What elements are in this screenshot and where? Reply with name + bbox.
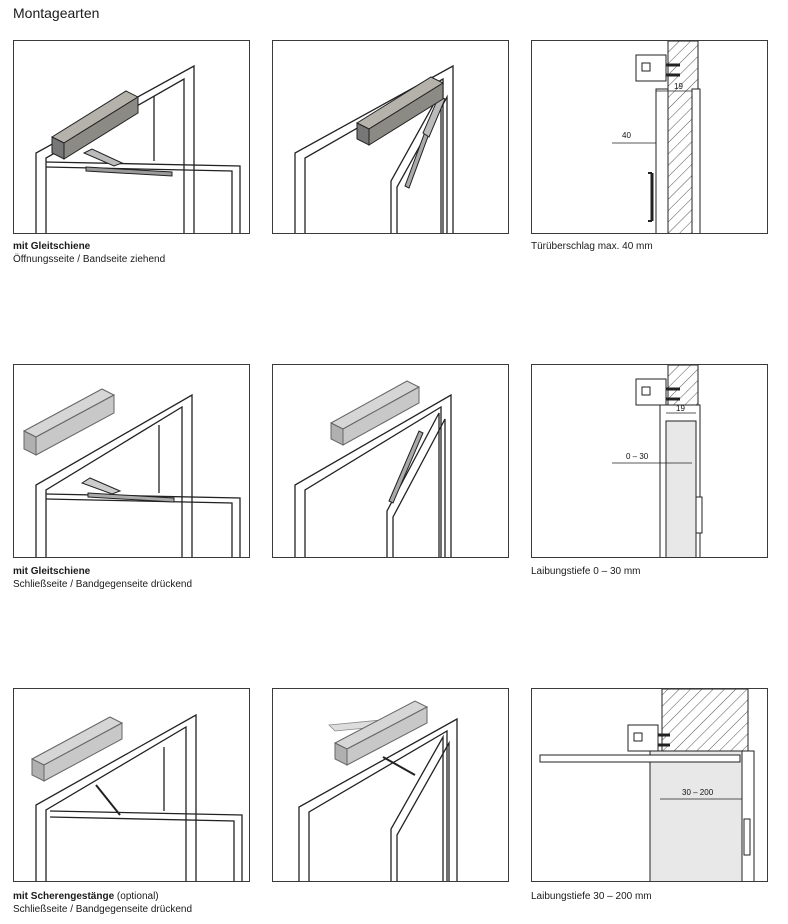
diagram-scissor-arm-push-side xyxy=(13,688,250,882)
caption-6: Laibungstiefe 30 – 200 mm xyxy=(531,891,652,902)
diagram-slide-rail-push-side-top xyxy=(272,364,509,558)
dimension-label: 19 xyxy=(674,82,683,91)
diagram-slide-rail-pull-side-top xyxy=(272,40,509,234)
dimension-label: 40 xyxy=(622,131,631,140)
diagram-slide-rail-pull-side xyxy=(13,40,250,234)
caption-2: Türüberschlag max. 40 mm xyxy=(531,241,653,252)
page-title: Montagearten xyxy=(13,5,100,21)
diagram-scissor-arm-push-side-top xyxy=(272,688,509,882)
dimension-label: 30 – 200 xyxy=(682,788,714,797)
dimension-label: 19 xyxy=(676,404,685,413)
caption-3: mit Gleitschiene Schließseite / Bandgege… xyxy=(13,566,193,590)
caption-1: mit Gleitschiene Öffnungsseite / Bandsei… xyxy=(13,241,166,265)
dimension-label: 0 – 30 xyxy=(626,452,649,461)
diagram-slide-rail-push-side xyxy=(13,364,250,558)
diagram-section-door-overlap: 19 40 xyxy=(531,40,768,234)
caption-4: Laibungstiefe 0 – 30 mm xyxy=(531,566,641,577)
caption-5: mit Scherengestänge (optional) Schließse… xyxy=(13,891,193,915)
diagram-section-reveal-0-30: 19 0 – 30 xyxy=(531,364,768,558)
diagram-section-reveal-30-200: 30 – 200 xyxy=(531,688,768,882)
